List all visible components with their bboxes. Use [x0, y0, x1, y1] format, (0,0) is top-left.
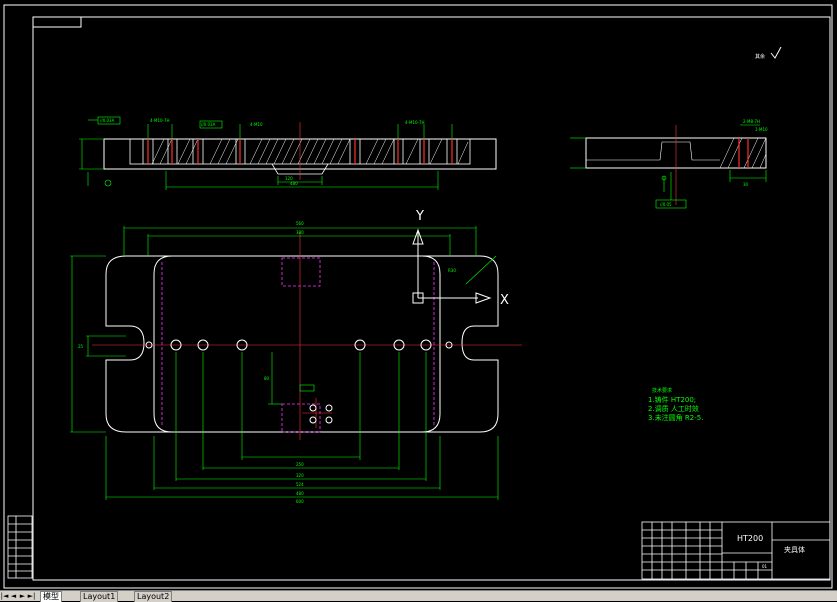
- svg-text:560: 560: [296, 221, 304, 226]
- tech-req-item-1: 1.铸件 HT200;: [648, 395, 696, 404]
- svg-text:524: 524: [296, 482, 304, 487]
- tab-nav-last-button[interactable]: ►|: [27, 592, 36, 600]
- title-block: [641, 521, 831, 580]
- tech-req-item-2: 2.调质 人工时效: [648, 404, 699, 413]
- layout-tab-bar: |◄ ◄ ► ►| 模型 Layout1 Layout2: [0, 590, 837, 602]
- svg-text:80: 80: [264, 376, 270, 381]
- tab-nav-prev-button[interactable]: ◄: [10, 592, 17, 600]
- roughness-note: 其余: [755, 53, 765, 60]
- sheet-inner-border: [32, 16, 831, 581]
- svg-text:30: 30: [743, 182, 749, 187]
- sheet-corner-box: [32, 16, 82, 28]
- svg-text:600: 600: [296, 499, 304, 504]
- svg-text:250: 250: [296, 462, 304, 467]
- svg-text:1-M10: 1-M10: [755, 127, 768, 132]
- side-view-right: 2-M8-7H 1-M10 30 //0.05: [570, 119, 768, 209]
- tab-layout2[interactable]: Layout2: [134, 591, 173, 602]
- part-name-label: 夹具体: [784, 545, 805, 554]
- ucs-axis-icon: [412, 228, 492, 304]
- tech-req-heading: 技术要求: [652, 387, 672, 394]
- section-view-left: //0.03A 4-M10-7H //0.03A 4-M10 4-M10-7H …: [79, 116, 497, 190]
- tech-requirements: 技术要求 1.铸件 HT200; 2.调质 人工时效 3.未注圆角 R2-5.: [648, 387, 703, 422]
- svg-text://0.03A: //0.03A: [201, 122, 216, 127]
- tab-model[interactable]: 模型: [40, 591, 62, 602]
- tab-layout1[interactable]: Layout1: [80, 591, 119, 602]
- roughness-symbol-icon: [770, 46, 782, 59]
- svg-text:480: 480: [296, 491, 304, 496]
- svg-text://0.05: //0.05: [660, 202, 672, 207]
- svg-text:4-M10-7H: 4-M10-7H: [405, 120, 425, 125]
- svg-text:4-M10-7H: 4-M10-7H: [150, 118, 170, 123]
- svg-text:2-M8-7H: 2-M8-7H: [743, 119, 760, 124]
- svg-text:380: 380: [296, 230, 304, 235]
- tab-nav-first-button[interactable]: |◄: [0, 592, 9, 600]
- axis-x-label: X: [500, 293, 509, 308]
- revision-block: [7, 515, 33, 579]
- axis-y-label: Y: [415, 209, 424, 224]
- sheet-number-label: 01: [762, 564, 768, 569]
- svg-text:25: 25: [78, 344, 84, 349]
- svg-text:4-M10: 4-M10: [250, 122, 263, 127]
- svg-text:R30: R30: [448, 268, 456, 273]
- plan-view: 560 380 250 320 524 480 600 80 25 R30 Y …: [70, 209, 522, 504]
- material-label: HT200: [737, 534, 763, 543]
- svg-text://0.03A: //0.03A: [100, 118, 115, 123]
- sheet-outer-border: [3, 4, 833, 589]
- svg-text:480: 480: [290, 181, 298, 186]
- tab-nav-next-button[interactable]: ►: [19, 592, 26, 600]
- svg-text:320: 320: [296, 473, 304, 478]
- tech-req-item-3: 3.未注圆角 R2-5.: [648, 413, 703, 422]
- svg-text:120: 120: [285, 176, 293, 181]
